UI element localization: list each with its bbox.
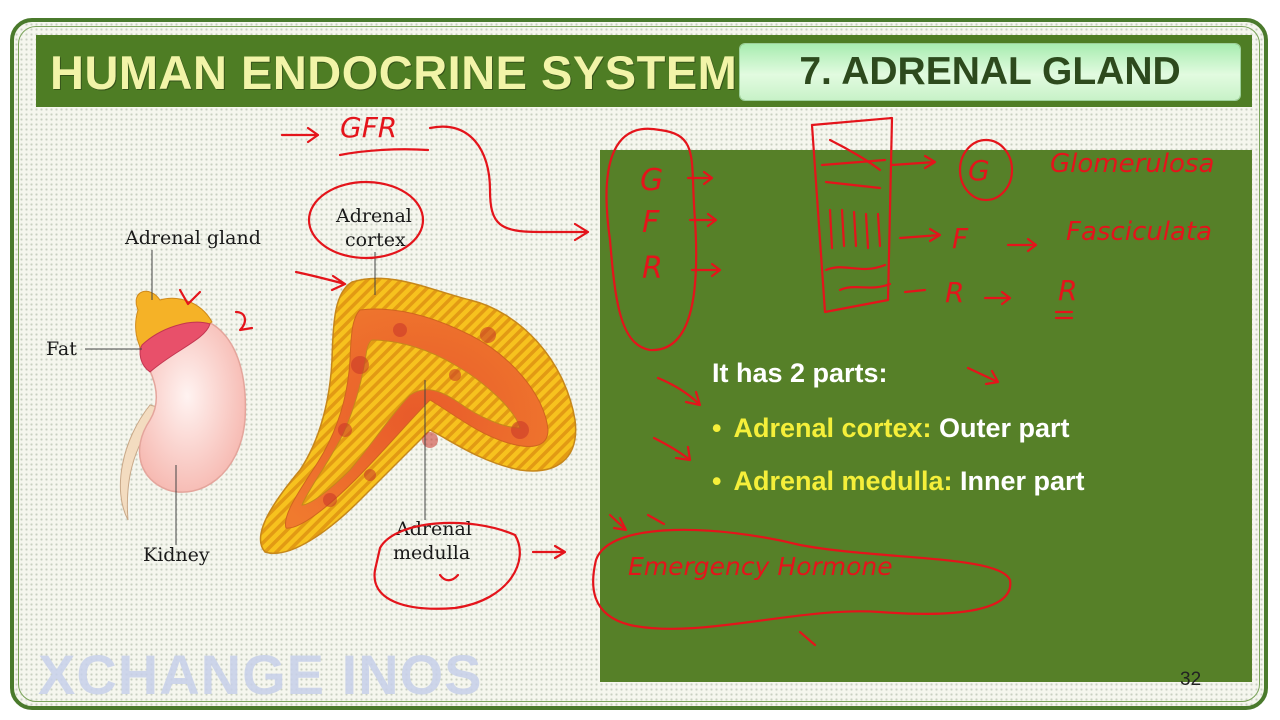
label-adrenal-gland: Adrenal gland	[124, 227, 261, 249]
ink-gfr: GFR	[340, 111, 397, 144]
info-list: • Adrenal cortex: Outer part • Adrenal med…	[712, 412, 1085, 518]
bullet-icon: •	[712, 413, 722, 443]
slide: HUMAN ENDOCRINE SYSTEM 7. ADRENAL GLAND …	[10, 18, 1268, 710]
label-adrenal-cortex: Adrenal	[335, 205, 412, 227]
ink-fasciculata: Fasciculata	[1066, 217, 1212, 247]
list-item: • Adrenal medulla: Inner part	[712, 465, 1085, 518]
ink-r-2: R	[945, 276, 964, 309]
ink-emergency-hormone: Emergency Hormone	[628, 552, 893, 581]
desc-inner-part: Inner part	[960, 466, 1085, 496]
label-adrenal-cortex-2: cortex	[345, 229, 406, 251]
desc-outer-part: Outer part	[939, 413, 1070, 443]
label-fat: Fat	[46, 338, 77, 360]
page-number: 32	[1180, 669, 1202, 690]
info-panel: It has 2 parts: • Adrenal cortex: Outer p…	[600, 150, 1252, 682]
ink-f-2: F	[952, 222, 969, 255]
ink-g-circled: G	[968, 154, 990, 187]
list-item: • Adrenal cortex: Outer part	[712, 412, 1085, 465]
label-kidney: Kidney	[143, 544, 210, 566]
kidney-illustration: Adrenal gland Fat Kidney	[46, 227, 261, 566]
ink-f: F	[642, 205, 660, 240]
info-heading: It has 2 parts:	[712, 358, 888, 388]
section-label: 7. ADRENAL GLAND	[740, 44, 1240, 100]
term-adrenal-cortex: Adrenal cortex:	[733, 413, 932, 443]
ink-g: G	[640, 163, 663, 198]
ink-r: R	[642, 251, 663, 286]
bullet-icon: •	[712, 466, 722, 496]
ink-r-3: R	[1058, 274, 1077, 307]
slide-title: HUMAN ENDOCRINE SYSTEM	[50, 46, 738, 99]
label-adrenal-medulla-2: medulla	[393, 542, 470, 564]
adrenal-cross-section: Adrenal cortex Adrenal medulla	[259, 205, 577, 564]
term-adrenal-medulla: Adrenal medulla:	[733, 466, 953, 496]
watermark: XCHANGE INOS	[38, 643, 483, 706]
ink-annotations: GFR G F R G F R R Glomerul	[178, 111, 1214, 647]
ink-glomerulosa: Glomerulosa	[1050, 149, 1214, 179]
